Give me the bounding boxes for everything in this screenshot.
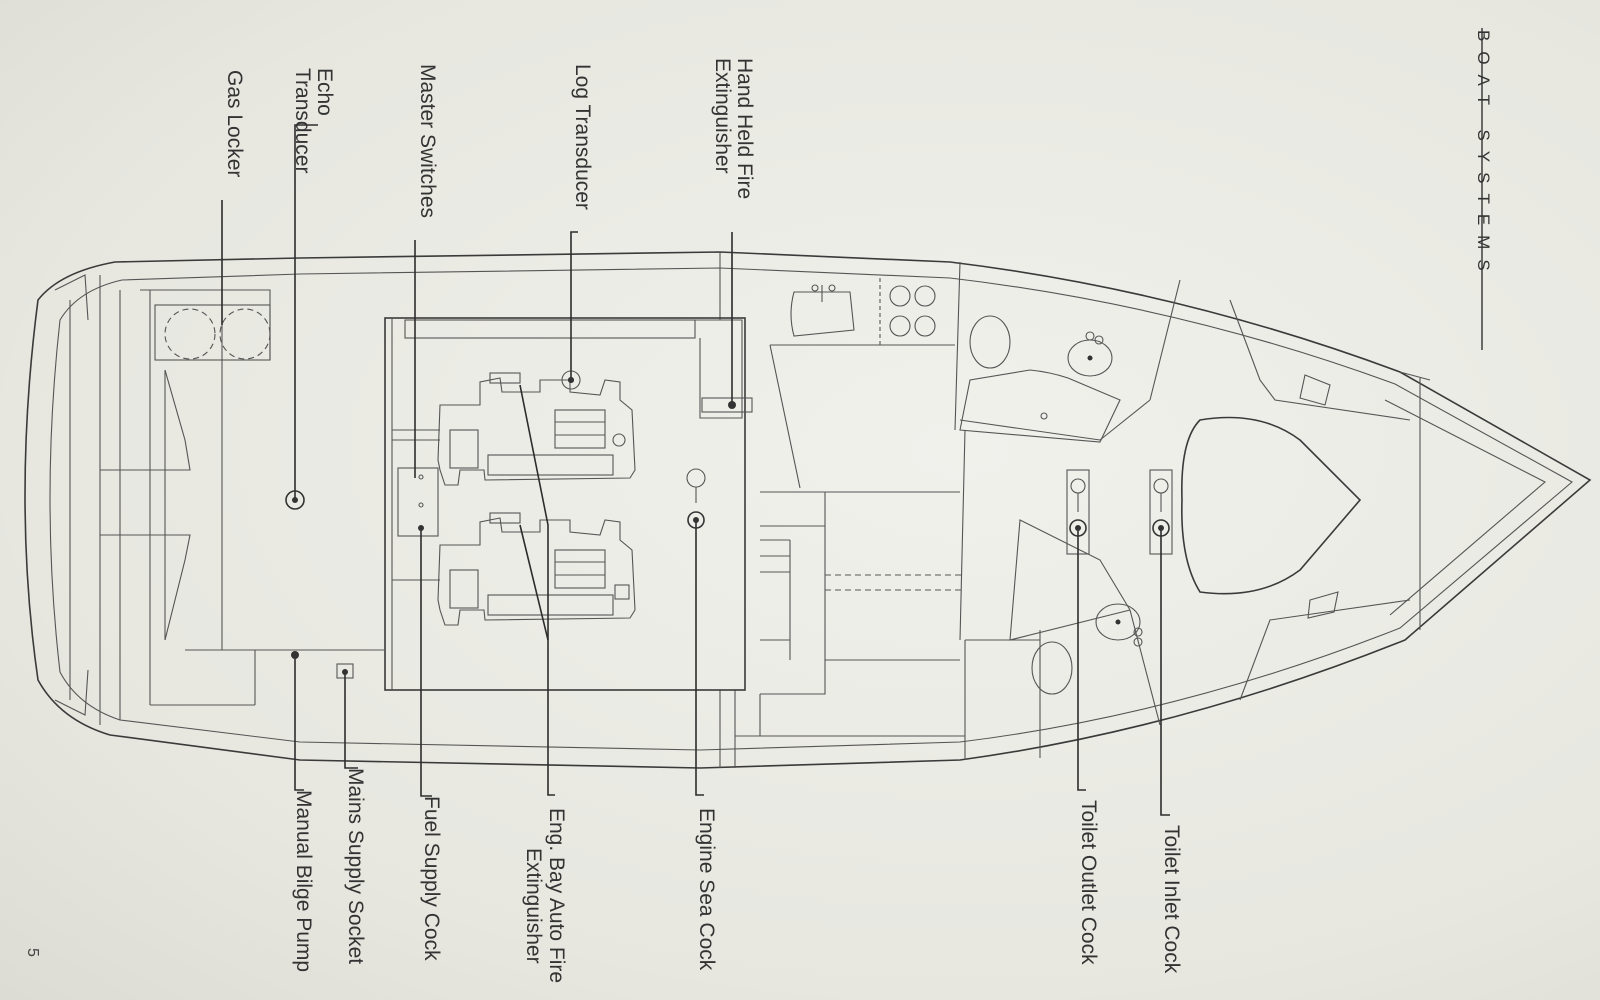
label-echo-transducer-line1: Echo — [313, 68, 336, 116]
label-hand-held-fire-line1: Hand Held Fire — [733, 58, 756, 199]
fuel-supply-cock-marker — [418, 525, 424, 531]
manual-bilge-pump-marker — [291, 651, 299, 659]
log-transducer-marker — [568, 377, 574, 383]
label-fuel-supply-cock: Fuel Supply Cock — [420, 796, 443, 961]
label-master-switches: Master Switches — [416, 64, 439, 218]
label-echo-transducer-line2: Transducer — [291, 68, 314, 173]
leaders-top — [221, 124, 733, 498]
label-toilet-inlet-cock: Toilet Inlet Cock — [1160, 825, 1183, 974]
label-log-transducer: Log Transducer — [571, 64, 594, 210]
label-hand-held-fire-line2: Extinguisher — [711, 58, 734, 174]
hand-held-fire-marker — [728, 401, 736, 409]
engine-starboard — [437, 512, 636, 626]
page-heading: BOAT SYSTEMS — [1474, 30, 1493, 281]
page-number: 5 — [24, 948, 41, 957]
label-gas-locker: Gas Locker — [223, 70, 246, 177]
engine-sea-cock-marker — [687, 511, 705, 529]
label-mains-supply-socket: Mains Supply Socket — [344, 768, 367, 964]
toilet-inlet-cock-marker — [1152, 519, 1170, 537]
echo-transducer-marker — [285, 490, 305, 510]
label-eng-bay-line2: Extinguisher — [522, 848, 545, 964]
label-eng-bay-line1: Eng. Bay Auto Fire — [545, 808, 568, 983]
mains-supply-socket-marker — [342, 669, 348, 675]
label-engine-sea-cock: Engine Sea Cock — [695, 808, 718, 971]
leaders-bottom — [294, 384, 1170, 816]
label-toilet-outlet-cock: Toilet Outlet Cock — [1077, 800, 1100, 965]
hull-outline — [24, 251, 1592, 769]
label-manual-bilge-pump: Manual Bilge Pump — [292, 790, 315, 972]
toilet-outlet-cock-marker — [1069, 519, 1087, 537]
